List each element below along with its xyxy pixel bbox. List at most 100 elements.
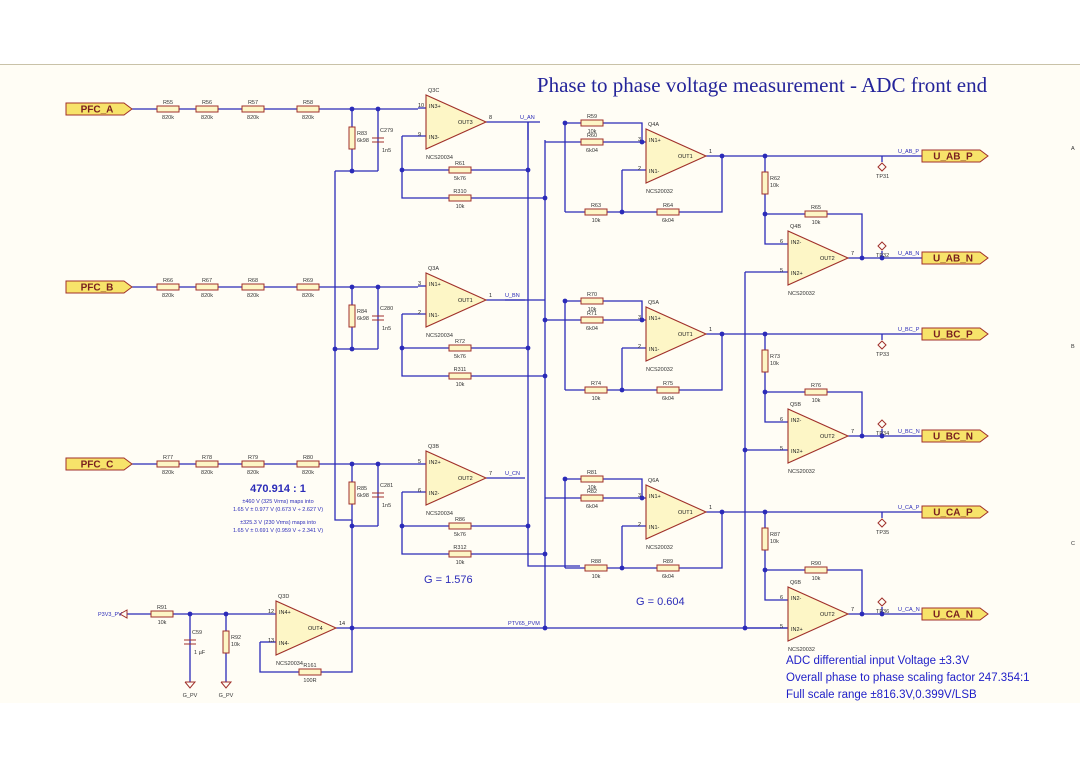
opamp-q3c-pin2: IN3- [429,135,440,141]
net-label-u-bc-p: U_BC_P [898,327,920,333]
testpoint-tp34: TP34 [876,419,889,437]
opamp-q5b-pin1: IN2- [791,418,802,424]
junction-dot [762,211,768,217]
opamp-q3a-n2: 2 [418,310,421,316]
output-port-u-ca-p: U_CA_P [921,505,989,519]
wire [401,170,545,199]
resistor-r82-ref: R82 [587,489,597,495]
resistor-r67-value: 820k [201,293,213,299]
testpoint-tp31-label: TP31 [876,174,889,180]
opamp-q5a-no: 1 [709,327,712,333]
resistor-r161: R161 100R [298,663,322,684]
resistor-r87-ref: R87 [770,532,780,538]
junction-dot [399,345,405,351]
resistor-r310-ref: R310 [453,189,466,195]
resistor-r92-ref: R92 [231,635,241,641]
resistor-r161-ref: R161 [303,663,316,669]
net-label-u-ca-n: U_CA_N [898,607,920,613]
net-label-u_cn: U_CN [505,471,520,477]
ground-label-2: G_PV [219,693,234,699]
opamp-q6b-part: NCS20032 [788,647,815,653]
output-port-u-ca-n-label: U_CA_N [933,610,973,621]
resistor-r56-value: 820k [201,115,213,121]
opamp-q3d-ref: Q3D [278,594,289,600]
wire [765,569,863,614]
resistor-r161-value: 100R [303,678,316,684]
junction-dot [719,153,725,159]
junction-dot [525,345,531,351]
opamp-q3a-pin2: IN1- [429,313,440,319]
opamp-q3a-ref: Q3A [428,266,439,272]
net-label-u_an: U_AN [520,115,535,121]
opamp-q4b-ref: Q4B [790,224,801,230]
opamp-q3c-no: 8 [489,115,492,121]
resistor-r80-ref: R80 [303,455,313,461]
capacitor-c279-value: 1n5 [382,148,391,154]
opamp-q3d-n2: 13 [268,638,274,644]
input-port-pfc-b-label: PFC_B [81,283,114,294]
wire [765,213,863,258]
opamp-q4b-pin1: IN2- [791,240,802,246]
resistor-r76-value: 10k [812,398,821,404]
junction-dot [619,387,625,393]
net-label-u-ca-p: U_CA_P [898,505,920,511]
resistor-r69-value: 820k [302,293,314,299]
opamp-q6a-pin2: IN1- [649,525,660,531]
opamp-q3c-out: OUT3 [458,120,473,126]
opamp-q6b-pin1: IN2- [791,596,802,602]
input-port-pfc-c-label: PFC_C [81,460,114,471]
junction-dot [542,551,548,557]
schematic-title: Phase to phase voltage measurement - ADC… [537,73,988,97]
opamp-q3b-no: 7 [489,471,492,477]
resistor-r86-value: 5k76 [454,532,466,538]
resistor-r55-value: 820k [162,115,174,121]
resistor-r66-ref: R66 [163,278,173,284]
resistor-r91-ref: R91 [157,605,167,611]
capacitor-c59-value: 1 µF [194,650,206,656]
resistor-r57-ref: R57 [248,100,258,106]
opamp-q6b-no: 7 [851,607,854,613]
opamp-q4b-pin2: IN2+ [791,271,803,277]
ground-symbol [184,681,197,689]
testpoint-tp32: TP32 [876,241,889,259]
output-port-u-ab-n-label: U_AB_N [933,254,973,265]
opamp-q6a-n2: 2 [638,522,641,528]
opamp-q3c-ref: Q3C [428,88,439,94]
resistor-r68-ref: R68 [248,278,258,284]
resistor-r67-ref: R67 [202,278,212,284]
opamp-q5a-n2: 2 [638,344,641,350]
resistor-r66-value: 820k [162,293,174,299]
testpoint-tp32-label: TP32 [876,253,889,259]
opamp-q4a-no: 1 [709,149,712,155]
resistor-r60-value: 6k04 [586,148,598,154]
opamp-q4a-n2: 2 [638,166,641,172]
opamp-q4b-out: OUT2 [820,256,835,262]
opamp-q5a-pin1: IN1+ [649,316,661,322]
junction-dot [859,433,865,439]
resistor-r88-ref: R88 [591,559,601,565]
opamp-q6a-n1: 3 [638,493,641,499]
schematic-sheet [0,64,1080,703]
capacitor-c280-value: 1n5 [382,326,391,332]
source-arrow [118,609,128,619]
output-port-u-bc-p-label: U_BC_P [933,330,973,341]
opamp-q6b-n2: 5 [780,624,783,630]
junction-dot [619,209,625,215]
input-port-pfc-a: PFC_A [65,102,133,116]
opamp-q3b-out: OUT2 [458,476,473,482]
resistor-r63-value: 10k [592,218,601,224]
wire [565,512,723,569]
opamp-q5a-n1: 3 [638,315,641,321]
